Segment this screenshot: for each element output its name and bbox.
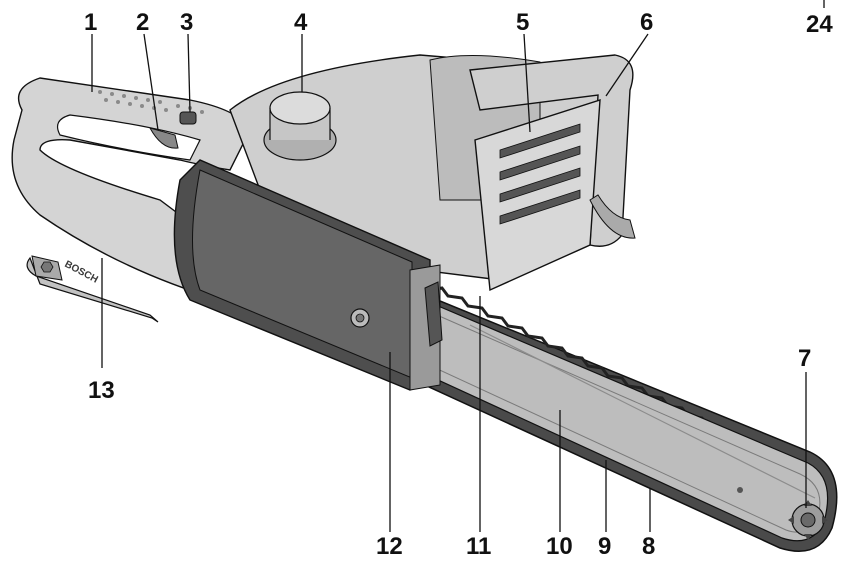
guide-bar bbox=[404, 286, 838, 552]
callout-6: 6 bbox=[640, 9, 653, 36]
combination-tool-body bbox=[26, 256, 159, 323]
callout-1: 1 bbox=[84, 9, 97, 36]
guide-bar-highlight bbox=[469, 324, 816, 499]
callout-2: 2 bbox=[136, 9, 149, 36]
chain-catcher bbox=[424, 281, 443, 347]
leader-3 bbox=[187, 33, 191, 113]
rear-handle-inner bbox=[57, 114, 201, 161]
callout-4: 4 bbox=[294, 9, 308, 36]
callout-12: 12 bbox=[376, 533, 403, 560]
leader-lines bbox=[91, 33, 807, 532]
fastening-nut bbox=[350, 308, 370, 328]
page-number: 24 bbox=[806, 11, 833, 38]
guard-slots bbox=[499, 123, 581, 225]
callout-9: 9 bbox=[598, 533, 611, 560]
kickback-guard bbox=[474, 99, 601, 292]
chain-wheel-cover bbox=[173, 159, 443, 391]
callout-7: 7 bbox=[798, 345, 811, 372]
nose-sprocket bbox=[788, 500, 828, 540]
callout-8: 8 bbox=[642, 533, 655, 560]
guide-bar-body bbox=[411, 299, 829, 542]
guide-bar-hole bbox=[737, 487, 743, 493]
leader-2 bbox=[143, 33, 159, 131]
rear-support bbox=[589, 194, 636, 239]
callout-11: 11 bbox=[466, 533, 491, 560]
callout-10: 10 bbox=[546, 533, 573, 560]
leader-6 bbox=[605, 33, 649, 97]
combination-tool-hex bbox=[40, 261, 54, 273]
switch-lock-button bbox=[179, 111, 197, 125]
leader-5 bbox=[523, 33, 531, 133]
callout-5: 5 bbox=[516, 9, 529, 36]
callout-13: 13 bbox=[88, 377, 115, 404]
callout-labels: 1 2 3 4 5 6 7 8 9 10 11 12 13 bbox=[84, 9, 811, 560]
hand-guard bbox=[469, 54, 636, 292]
oil-tank-cap bbox=[263, 91, 337, 161]
brand-logo: BOSCH bbox=[63, 259, 100, 286]
callout-3: 3 bbox=[180, 9, 193, 36]
on-off-switch bbox=[148, 127, 179, 149]
